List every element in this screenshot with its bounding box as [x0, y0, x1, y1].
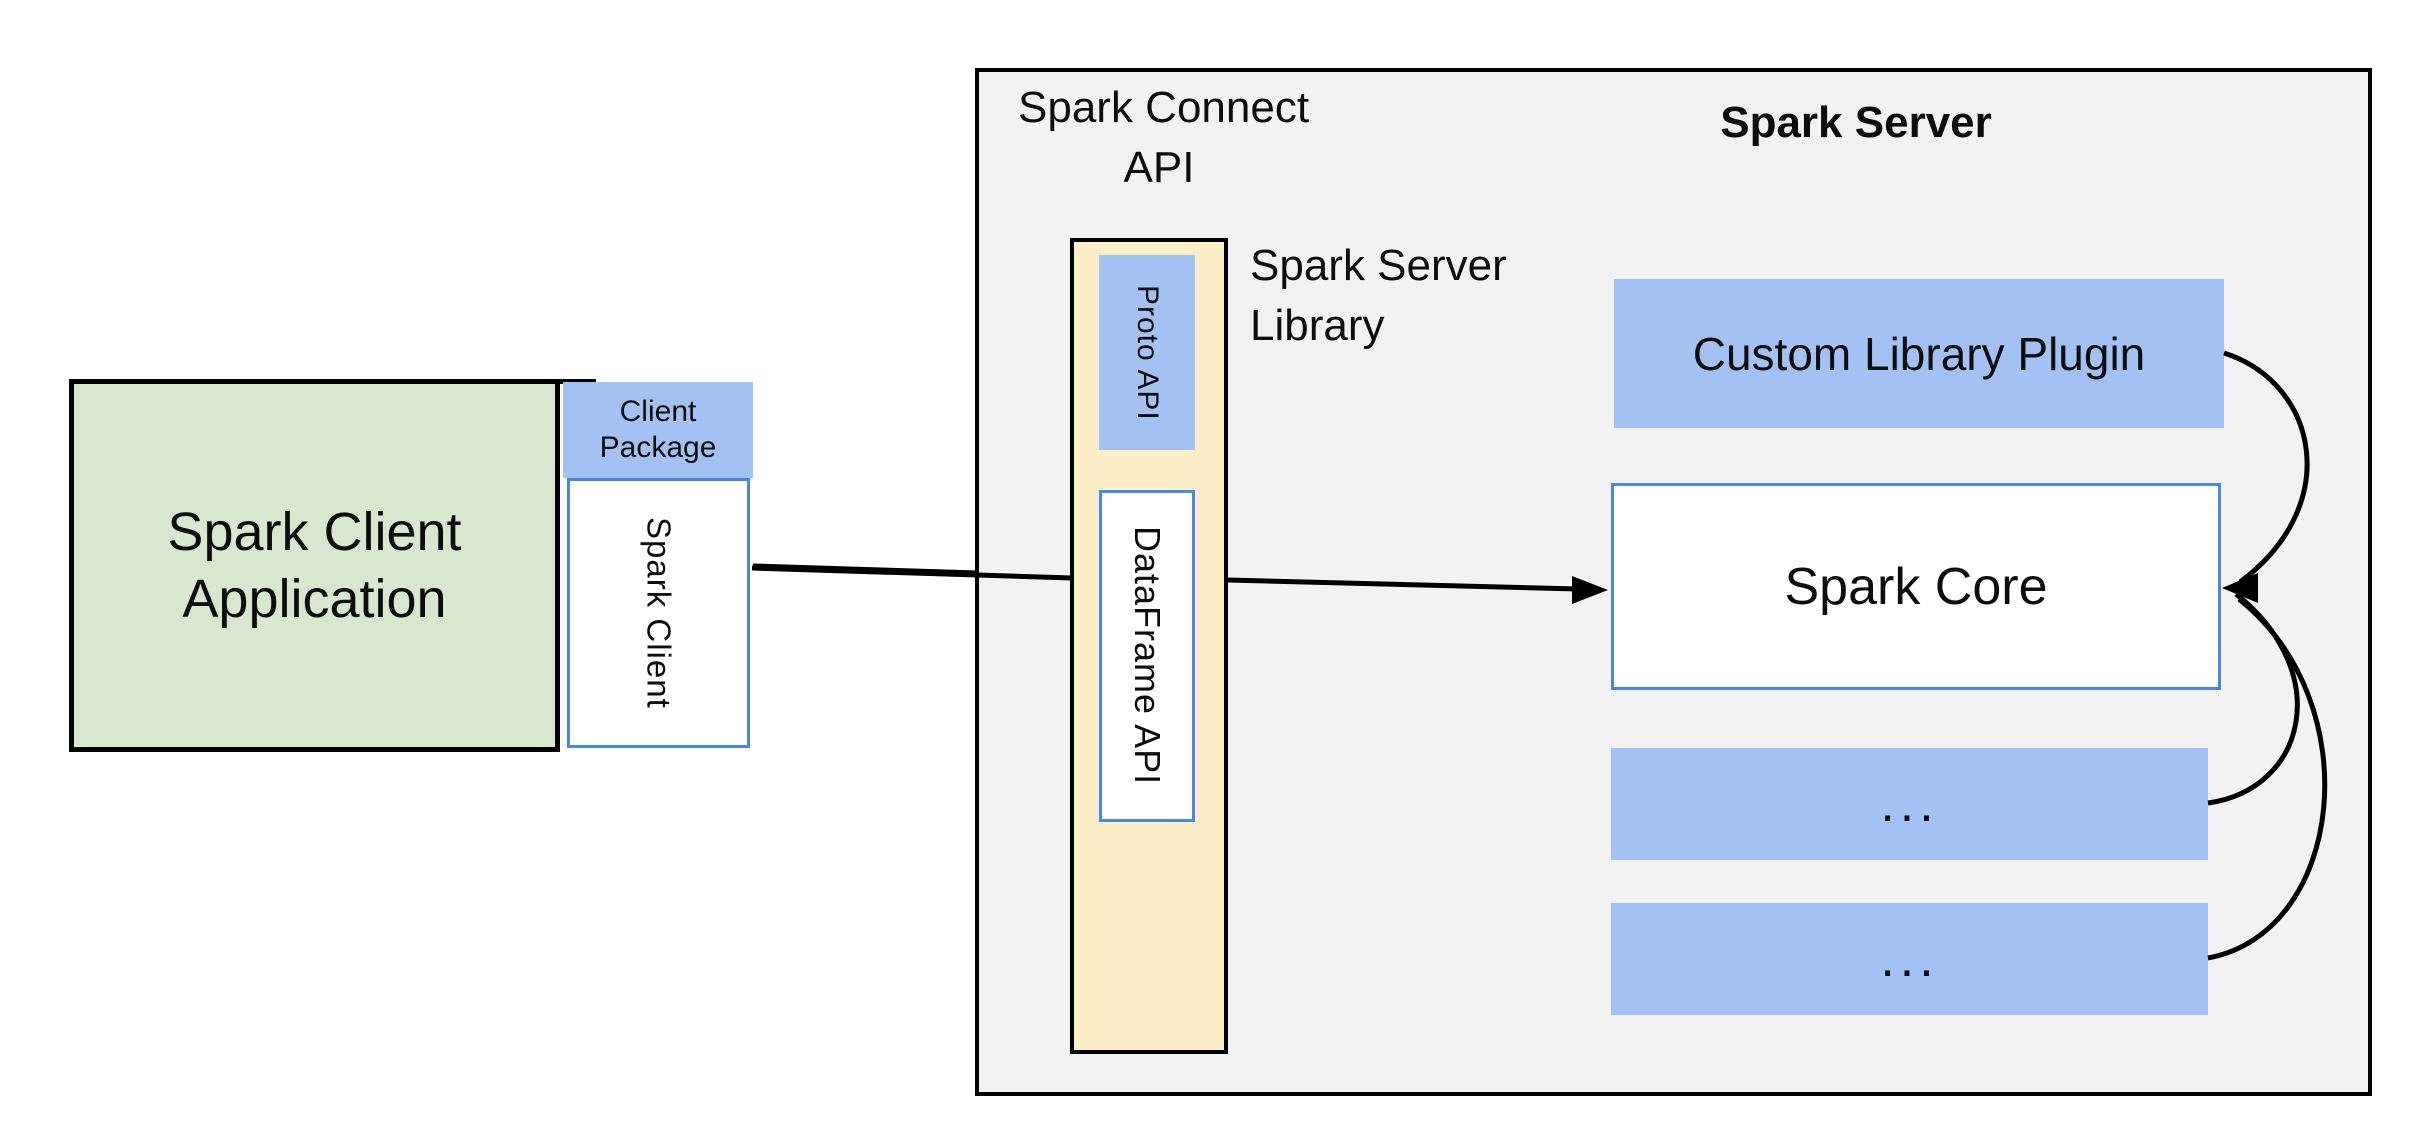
dataframe-api-box: DataFrame API [1099, 490, 1195, 822]
custom-library-plugin-label: Custom Library Plugin [1692, 327, 2146, 380]
spark-client-box: Spark Client [567, 478, 750, 748]
proto-api-box: Proto API [1099, 255, 1195, 450]
client-package-label-line1: Client [619, 395, 697, 428]
dataframe-api-label: DataFrame API [1127, 526, 1168, 786]
spark-connect-api-title-line2: API [1123, 143, 1195, 192]
spark-client-label: Spark Client [640, 517, 678, 709]
plugin-placeholder-box-1: ... [1611, 748, 2208, 860]
spark-server-title: Spark Server [1720, 98, 1992, 147]
spark-connect-api-title: Spark Connect API [1018, 78, 1310, 198]
spark-core-label: Spark Core [1784, 557, 2048, 616]
client-application-label-line1: Spark Client [167, 501, 462, 562]
plugin-placeholder-2-label: ... [1880, 930, 1939, 988]
proto-api-label: Proto API [1131, 284, 1164, 421]
spark-server-library-line2: Library [1250, 301, 1385, 350]
spark-core-box: Spark Core [1611, 483, 2221, 690]
client-package-label-line2: Package [599, 431, 717, 464]
border-extension-segment [556, 379, 596, 384]
spark-client-application-box: Spark Client Application [69, 379, 560, 752]
plugin-placeholder-1-label: ... [1880, 775, 1939, 833]
client-package-box: Client Package [563, 382, 753, 478]
spark-connect-api-title-line1: Spark Connect [1018, 83, 1310, 132]
custom-library-plugin-box: Custom Library Plugin [1614, 279, 2224, 428]
spark-server-library-line1: Spark Server [1250, 241, 1507, 290]
connector-client-to-api-doubled [752, 563, 979, 574]
client-application-label-line2: Application [182, 568, 447, 629]
spark-server-library-label: Spark Server Library [1250, 236, 1580, 356]
plugin-placeholder-box-2: ... [1611, 903, 2208, 1015]
